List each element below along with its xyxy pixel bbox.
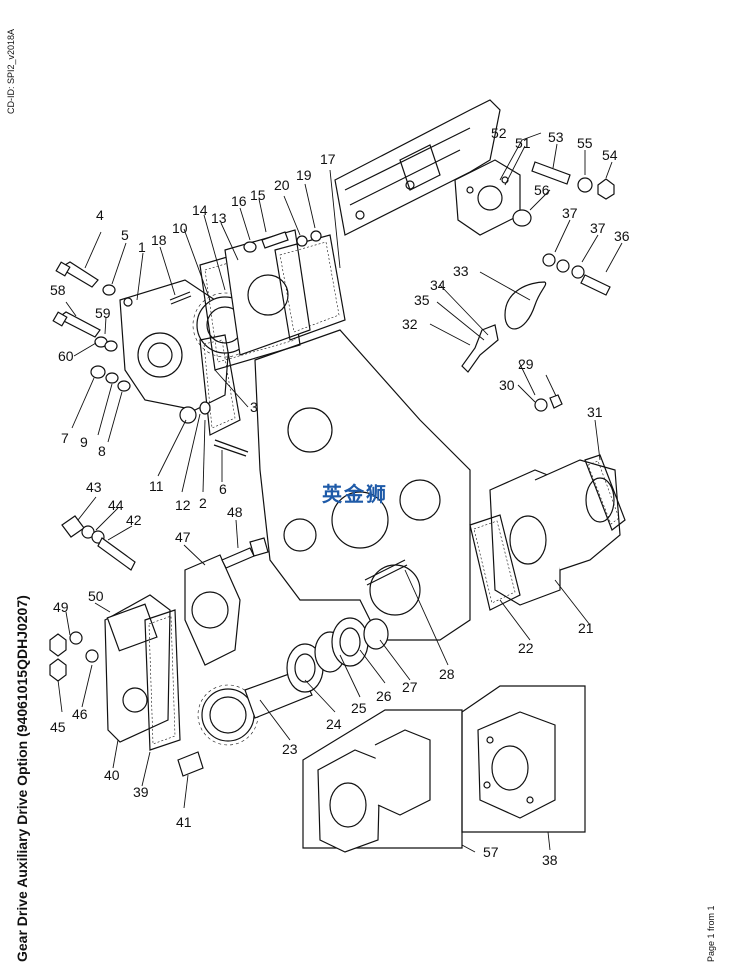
label-32: 32 xyxy=(402,316,418,332)
label-13: 13 xyxy=(211,210,227,226)
label-16: 16 xyxy=(231,193,247,209)
label-10: 10 xyxy=(172,220,188,236)
bolt-58 xyxy=(52,311,101,338)
bolt-4 xyxy=(55,261,99,288)
label-54: 54 xyxy=(602,147,618,163)
bracket-40 xyxy=(104,594,171,743)
label-6: 6 xyxy=(219,481,227,497)
label-44: 44 xyxy=(108,497,124,513)
bolts-45-49 xyxy=(49,631,99,682)
label-39: 39 xyxy=(133,784,149,800)
bolt-15-16 xyxy=(243,230,322,253)
label-11: 11 xyxy=(149,478,164,494)
label-50: 50 xyxy=(88,588,104,604)
engine-block-outline xyxy=(334,99,501,236)
label-17: 17 xyxy=(320,151,336,167)
label-41: 41 xyxy=(176,814,192,830)
label-40: 40 xyxy=(104,767,120,783)
part-labels: 1 2 3 4 5 6 7 8 9 10 11 12 13 14 15 16 1… xyxy=(50,125,630,868)
label-28: 28 xyxy=(439,666,455,682)
label-25: 25 xyxy=(351,700,367,716)
stud-18 xyxy=(169,291,192,305)
label-15: 15 xyxy=(250,187,266,203)
label-48: 48 xyxy=(227,504,243,520)
label-18: 18 xyxy=(151,232,167,248)
gasket-31 xyxy=(584,454,626,531)
label-55: 55 xyxy=(577,135,593,151)
label-58: 58 xyxy=(50,282,66,298)
label-42: 42 xyxy=(126,512,142,528)
label-12: 12 xyxy=(175,497,191,513)
label-36: 36 xyxy=(614,228,630,244)
label-38: 38 xyxy=(542,852,558,868)
label-9: 9 xyxy=(80,434,88,450)
label-29: 29 xyxy=(518,356,534,372)
label-14: 14 xyxy=(192,202,208,218)
label-4: 4 xyxy=(96,207,104,223)
gasket-47 xyxy=(184,554,241,666)
cover-13 xyxy=(224,229,311,356)
washers-left xyxy=(90,284,131,392)
label-34: 34 xyxy=(430,277,446,293)
label-27: 27 xyxy=(402,679,418,695)
label-5: 5 xyxy=(121,227,129,243)
inset-57 xyxy=(302,709,463,853)
label-23: 23 xyxy=(282,741,298,757)
nut-11-washer-12 xyxy=(179,401,211,424)
bolt-29-30 xyxy=(534,394,563,412)
label-3: 3 xyxy=(250,399,258,415)
bolt-48 xyxy=(221,537,269,569)
label-52: 52 xyxy=(491,125,507,141)
label-60: 60 xyxy=(58,348,74,364)
drive-housing-21 xyxy=(489,459,621,606)
label-37: 37 xyxy=(562,205,578,221)
label-30: 30 xyxy=(499,377,515,393)
watermark-logo: 英金狮 xyxy=(322,482,388,506)
label-35: 35 xyxy=(414,292,430,308)
gasket-22 xyxy=(469,514,521,611)
label-56: 56 xyxy=(534,182,550,198)
label-20: 20 xyxy=(274,177,290,193)
bearings-24-27 xyxy=(286,617,389,693)
label-51: 51 xyxy=(515,135,531,151)
label-24: 24 xyxy=(326,716,342,732)
label-33: 33 xyxy=(453,263,469,279)
oil-line-33 xyxy=(461,281,547,373)
washer-55-nut-54 xyxy=(577,177,615,200)
label-49: 49 xyxy=(53,599,69,615)
inset-38 xyxy=(461,685,586,833)
label-37b: 37 xyxy=(590,220,606,236)
label-21: 21 xyxy=(578,620,594,636)
label-1: 1 xyxy=(138,239,146,255)
label-57: 57 xyxy=(483,844,499,860)
stud-6 xyxy=(213,439,249,457)
gasket-39 xyxy=(144,609,181,751)
label-26: 26 xyxy=(376,688,392,704)
label-2: 2 xyxy=(199,495,207,511)
bolt-36 xyxy=(542,253,611,296)
flange-52 xyxy=(454,159,521,236)
stud-28 xyxy=(364,559,408,586)
gasket-17 xyxy=(274,234,346,341)
label-53: 53 xyxy=(548,129,564,145)
label-19: 19 xyxy=(296,167,312,183)
timing-cover-plate xyxy=(254,329,471,641)
bolt-42-43-44 xyxy=(61,515,136,571)
label-7: 7 xyxy=(61,430,69,446)
label-8: 8 xyxy=(98,443,106,459)
label-22: 22 xyxy=(518,640,534,656)
label-43: 43 xyxy=(86,479,102,495)
label-31: 31 xyxy=(587,404,603,420)
pin-41 xyxy=(177,751,204,777)
label-46: 46 xyxy=(72,706,88,722)
label-47: 47 xyxy=(175,529,191,545)
stud-53 xyxy=(531,161,571,185)
label-45: 45 xyxy=(50,719,66,735)
label-59: 59 xyxy=(95,305,111,321)
leader-lines xyxy=(57,132,623,853)
plug-56 xyxy=(512,209,532,227)
